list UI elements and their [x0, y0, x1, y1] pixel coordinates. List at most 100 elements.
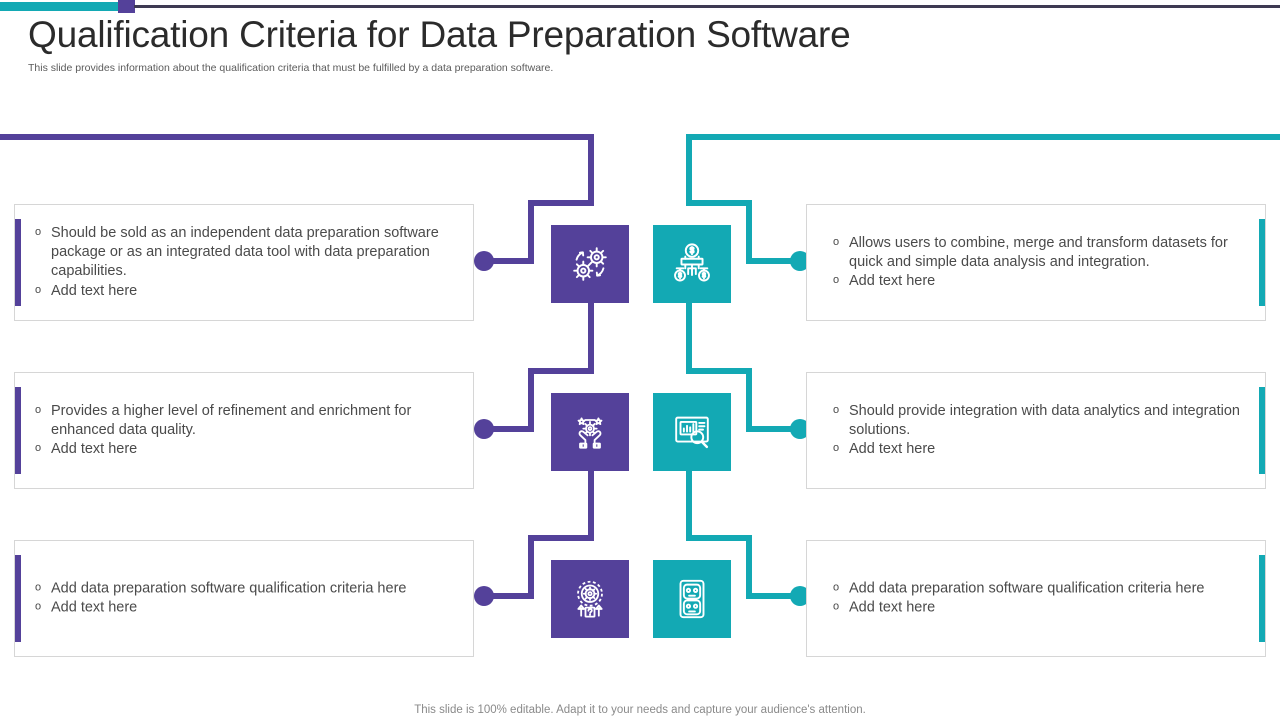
teal-row1-jog-vertical: [746, 200, 752, 264]
list-item: o Add data preparation software qualific…: [833, 579, 1243, 598]
purple-row1-dot-lead: [484, 258, 534, 264]
icon-tile-right-3[interactable]: [653, 560, 731, 638]
power-socket-icon: [679, 579, 705, 619]
left-card-1[interactable]: o Should be sold as an independent data …: [14, 204, 474, 321]
right-card-3[interactable]: o Add data preparation software qualific…: [806, 540, 1266, 657]
bullet-marker-icon: o: [35, 283, 42, 296]
purple-rail-top-vertical: [588, 134, 594, 206]
topbar-teal-segment: [0, 2, 122, 11]
teal-row3-connector-dot: [790, 586, 810, 606]
list-item: o Add text here: [35, 282, 447, 301]
right-card-1[interactable]: o Allows users to combine, merge and tra…: [806, 204, 1266, 321]
purple-row3-dot-lead: [484, 593, 534, 599]
page-subtitle: This slide provides information about th…: [28, 62, 554, 74]
bullet-marker-icon: o: [35, 442, 42, 455]
list-item-text: Should be sold as an independent data pr…: [51, 224, 439, 280]
icon-tile-left-1[interactable]: [551, 225, 629, 303]
target-gear-question-icon: [577, 580, 603, 618]
purple-row3-connector-dot: [474, 586, 494, 606]
right-card-2[interactable]: o Should provide integration with data a…: [806, 372, 1266, 489]
icon-tile-right-1[interactable]: [653, 225, 731, 303]
bullet-marker-icon: o: [35, 403, 42, 416]
teal-row3-dot-lead: [746, 593, 796, 599]
teal-row2-jog-vertical: [746, 368, 752, 432]
list-item: o Should provide integration with data a…: [833, 401, 1243, 440]
bullet-marker-icon: o: [833, 600, 840, 613]
left-card-3-body: o Add data preparation software qualific…: [35, 579, 447, 618]
list-item-text: Add data preparation software qualificat…: [51, 580, 407, 597]
purple-row1-jog-vertical: [528, 200, 534, 264]
left-card-2-body: o Provides a higher level of refinement …: [35, 401, 447, 459]
purple-rail-top-horizontal: [0, 134, 594, 140]
list-item: o Add data preparation software qualific…: [35, 579, 447, 598]
bullet-marker-icon: o: [35, 600, 42, 613]
icon-tile-left-3[interactable]: [551, 560, 629, 638]
purple-row1-jog-horizontal: [528, 200, 594, 206]
list-item-text: Add text here: [849, 441, 936, 458]
list-item: o Add text here: [833, 272, 1243, 291]
list-item-text: Should provide integration with data ana…: [849, 402, 1240, 438]
teal-rail-top-horizontal: [686, 134, 1280, 140]
page-title: Qualification Criteria for Data Preparat…: [28, 14, 851, 55]
right-card-3-body: o Add data preparation software qualific…: [833, 579, 1243, 618]
list-item-text: Provides a higher level of refinement an…: [51, 402, 412, 438]
purple-row2-connector-dot: [474, 419, 494, 439]
list-item: o Allows users to combine, merge and tra…: [833, 233, 1243, 272]
gears-process-icon: [573, 247, 607, 281]
list-item-text: Add text here: [51, 282, 138, 299]
left-card-3-accent: [15, 555, 21, 642]
bullet-marker-icon: o: [833, 403, 840, 416]
topbar-purple-square: [118, 0, 135, 13]
list-item: o Add text here: [35, 440, 447, 459]
purple-row2-dot-lead: [484, 426, 534, 432]
teal-row3-jog-horizontal: [686, 535, 752, 541]
presentation-chart-search-icon: [675, 416, 709, 449]
bullet-marker-icon: o: [833, 442, 840, 455]
right-card-3-accent: [1259, 555, 1265, 642]
footer-note: This slide is 100% editable. Adapt it to…: [414, 704, 866, 716]
right-card-2-accent: [1259, 387, 1265, 474]
icon-tile-left-2[interactable]: [551, 393, 629, 471]
right-card-2-body: o Should provide integration with data a…: [833, 401, 1243, 459]
list-item: o Add text here: [35, 599, 447, 618]
teal-row2-dot-lead: [746, 426, 796, 432]
purple-tile2-downlead: [588, 470, 594, 538]
teal-tile2-downlead: [686, 470, 692, 538]
left-card-1-accent: [15, 219, 21, 306]
topbar-rule: [134, 5, 1280, 8]
purple-row2-jog-vertical: [528, 368, 534, 432]
teal-row1-connector-dot: [790, 251, 810, 271]
purple-row2-jog-horizontal: [528, 368, 594, 374]
list-item: o Add text here: [833, 440, 1243, 459]
bullet-marker-icon: o: [833, 581, 840, 594]
list-item: o Provides a higher level of refinement …: [35, 401, 447, 440]
right-card-1-accent: [1259, 219, 1265, 306]
list-item: o Should be sold as an independent data …: [35, 224, 447, 282]
purple-row3-jog-horizontal: [528, 535, 594, 541]
list-item-text: Add data preparation software qualificat…: [849, 580, 1205, 597]
teal-row1-dot-lead: [746, 258, 796, 264]
money-distribution-chart-icon: [674, 243, 710, 282]
list-item-text: Add text here: [849, 599, 936, 616]
bullet-marker-icon: o: [35, 225, 42, 238]
list-item-text: Allows users to combine, merge and trans…: [849, 234, 1228, 270]
teal-row2-jog-horizontal: [686, 368, 752, 374]
right-card-1-body: o Allows users to combine, merge and tra…: [833, 233, 1243, 291]
list-item-text: Add text here: [849, 273, 936, 290]
teal-tile1-downlead: [686, 303, 692, 371]
bullet-marker-icon: o: [833, 235, 840, 248]
icon-tile-right-2[interactable]: [653, 393, 731, 471]
purple-row3-jog-vertical: [528, 535, 534, 599]
bullet-marker-icon: o: [35, 581, 42, 594]
list-item-text: Add text here: [51, 441, 138, 458]
teal-row2-connector-dot: [790, 419, 810, 439]
left-card-3[interactable]: o Add data preparation software qualific…: [14, 540, 474, 657]
left-card-2[interactable]: o Provides a higher level of refinement …: [14, 372, 474, 489]
left-card-1-body: o Should be sold as an independent data …: [35, 224, 447, 302]
purple-tile1-downlead: [588, 303, 594, 371]
teal-rail-top-vertical: [686, 134, 692, 206]
hands-holding-gear-quality-icon: [577, 417, 603, 449]
teal-row1-jog-horizontal: [686, 200, 752, 206]
purple-row1-connector-dot: [474, 251, 494, 271]
